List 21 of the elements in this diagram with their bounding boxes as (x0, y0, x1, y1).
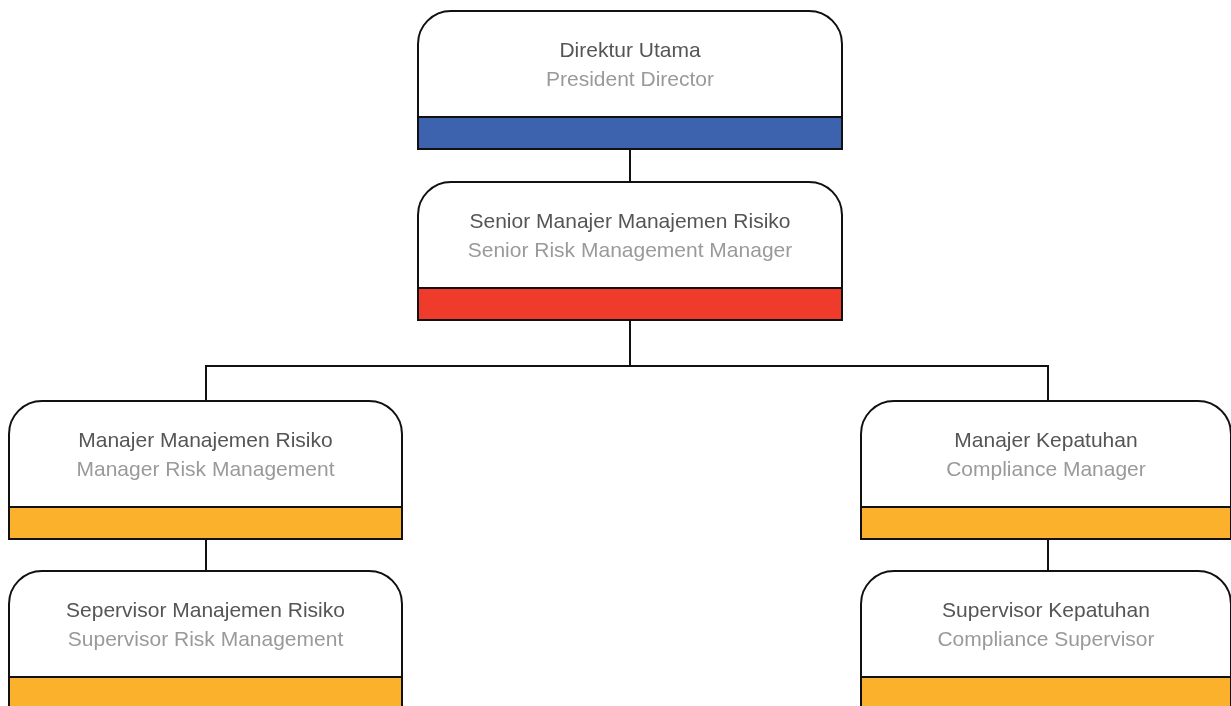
connector-line (205, 539, 207, 571)
connector-line (629, 149, 631, 182)
position-title-english: Senior Risk Management Manager (466, 238, 794, 262)
position-box (417, 181, 843, 321)
position-title: Senior Manajer Manajemen Risiko (468, 209, 792, 233)
position-title-english: Compliance Supervisor (936, 627, 1156, 651)
position-box (8, 570, 403, 706)
position-title-english: Supervisor Risk Management (66, 627, 345, 651)
position-title: Manajer Kepatuhan (953, 428, 1139, 452)
position-title: Direktur Utama (558, 38, 702, 62)
position-title-english: Compliance Manager (945, 457, 1147, 481)
position-box (860, 570, 1231, 706)
position-box (417, 10, 843, 150)
position-box (8, 400, 403, 540)
position-title: Sepervisor Manajemen Risiko (65, 598, 346, 622)
position-title-english: President Director (544, 67, 716, 91)
connector-line (1047, 539, 1049, 571)
position-title-english: Manager Risk Management (75, 457, 336, 481)
position-title: Supervisor Kepatuhan (941, 598, 1151, 622)
position-title: Manajer Manajemen Risiko (77, 428, 334, 452)
position-box (860, 400, 1231, 540)
